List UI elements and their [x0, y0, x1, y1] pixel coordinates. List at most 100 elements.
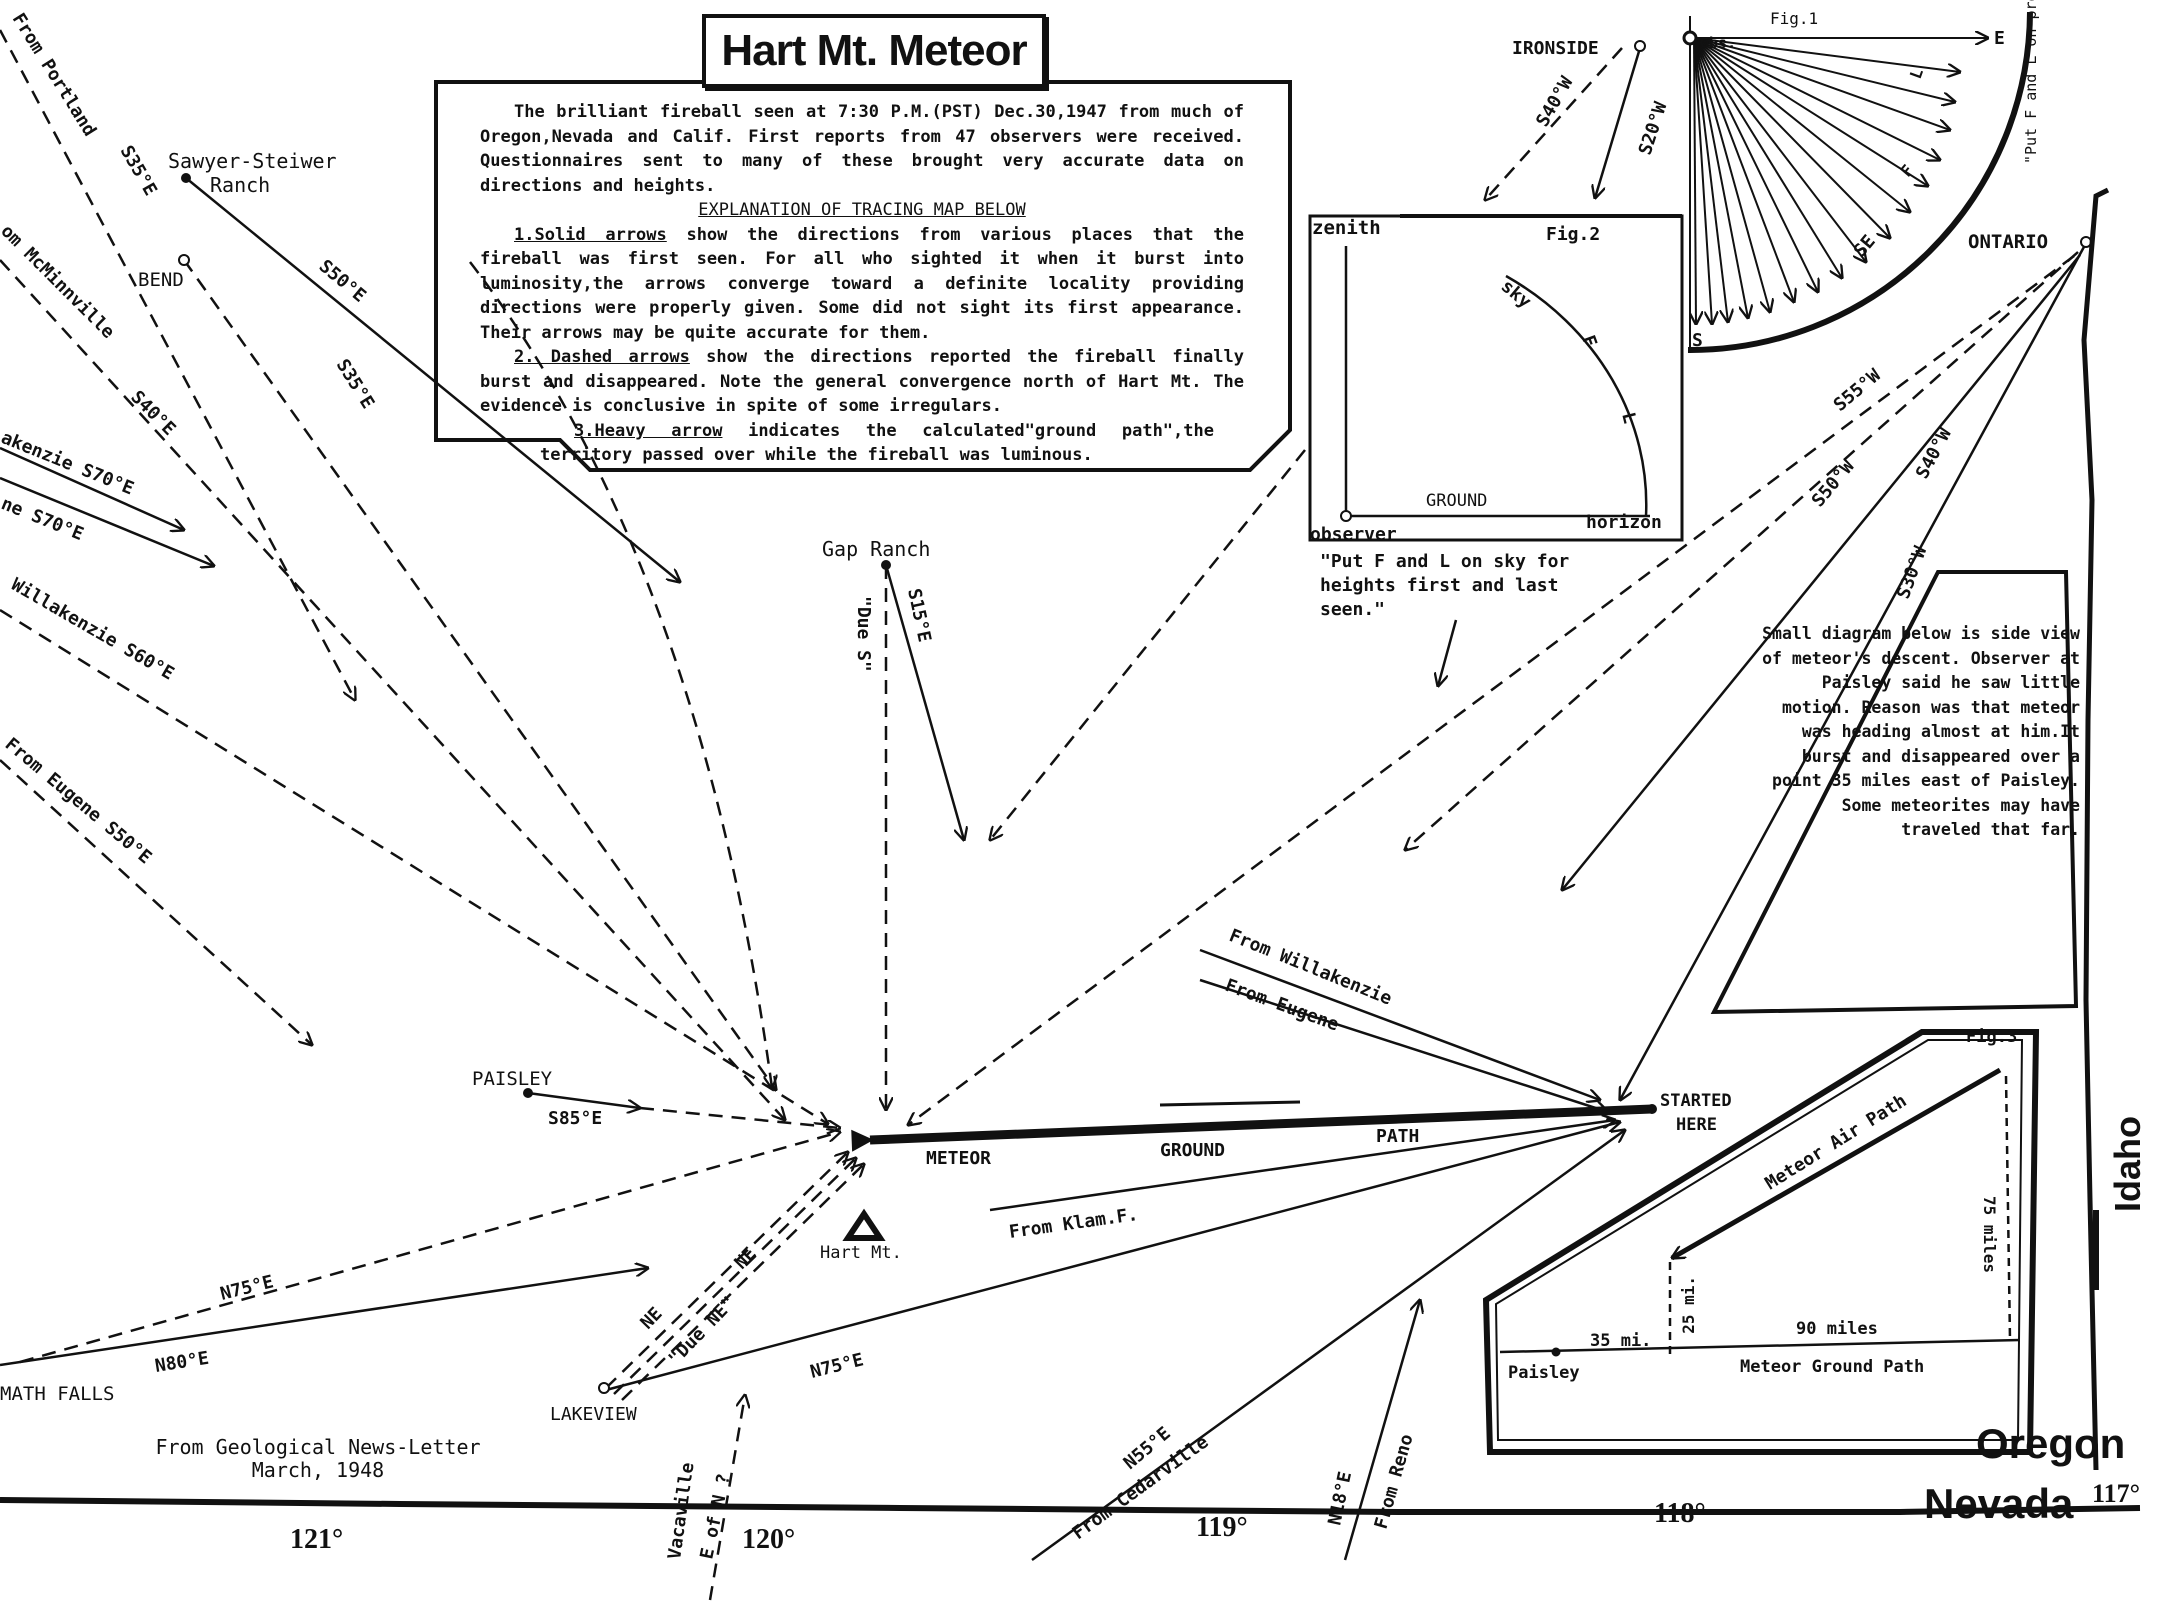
fig1-label: Fig.1 — [1770, 9, 1818, 28]
fig3-paisley-label: Paisley — [1508, 1363, 1580, 1383]
marker-lakeview — [598, 1382, 610, 1394]
dash-willakenzie-s60e — [0, 608, 828, 1124]
fig1-observer-dot — [1682, 30, 1698, 46]
bearing-s20w: S20°W — [1635, 99, 1672, 157]
marker-ironside — [1634, 40, 1646, 52]
credit-line1: From Geological News-Letter — [155, 1435, 481, 1459]
fig2-zenith: zenith — [1312, 217, 1381, 239]
fig2-label: Fig.2 — [1546, 224, 1600, 245]
bearing-e-of-n: E of N ? — [696, 1472, 735, 1561]
arrow-fig2-pointer — [1438, 619, 1458, 686]
dash-lakeview-ne-2 — [613, 1158, 856, 1395]
state-idaho: Idaho — [2107, 1116, 2148, 1212]
fig1-ray-3 — [1693, 37, 1950, 130]
item2-text: show the directions reported the firebal… — [480, 347, 1244, 416]
fig3-diagram — [1482, 1029, 2040, 1455]
fig1-e: E — [1994, 28, 2005, 49]
arrow-ontario-s30w — [1620, 244, 2087, 1100]
arrow-eugene — [1199, 978, 1608, 1112]
fig2-frame — [1308, 214, 1684, 542]
side-note-triangle — [1710, 570, 2079, 1015]
dash-lakeview-ne-1 — [605, 1152, 848, 1389]
bearing-s35e: S35°E — [332, 356, 379, 413]
explanation-item3: 3.Heavy arrow indicates the calculated"g… — [436, 419, 1288, 468]
hart-mt-triangle — [842, 1208, 886, 1241]
fig2-sky-arc — [1505, 274, 1648, 517]
dash-curve-center — [469, 261, 772, 1088]
fig1-ray-11 — [1693, 37, 1794, 302]
arrow-s70e — [0, 476, 214, 566]
fig3-90mi-label: 90 miles — [1796, 1319, 1878, 1339]
fig3-75mi — [2004, 1075, 2012, 1341]
dash-lakeview-ne-3 — [621, 1164, 864, 1401]
bearing-n18e: N18°E — [1324, 1470, 1356, 1527]
bearing-s50w: S50°W — [1808, 456, 1859, 511]
bearing-s15e: S15°E — [903, 587, 935, 644]
state-nevada: Nevada — [1924, 1480, 2074, 1527]
label-paisley: PAISLEY — [472, 1068, 553, 1090]
bearing-s40e: S40°E — [126, 387, 179, 440]
fig2-l: L — [1617, 410, 1640, 426]
fig3-35mi-label: 35 mi. — [1590, 1331, 1651, 1351]
side-view-note: Small diagram below is side view of mete… — [1762, 624, 2080, 839]
fig3-paisley-dot — [1551, 1347, 1561, 1357]
bearing-from-portland: From Portland — [8, 10, 100, 141]
fig2-note: "Put F and L on sky for heights first an… — [1320, 551, 1570, 620]
fig1-ray-10 — [1693, 37, 1818, 292]
bearing-willakenzie-s70e: akenzie S70°E — [0, 427, 137, 499]
arrow-willakenzie-s70e — [0, 446, 184, 530]
fig1-ray-5 — [1693, 37, 1928, 186]
label-here: HERE — [1676, 1115, 1717, 1135]
longitude-119: 119° — [1196, 1512, 1248, 1543]
dashed-arrows — [0, 29, 2079, 1601]
fig1-ray-12 — [1693, 37, 1770, 312]
ground-path-short-mark — [1159, 1100, 1301, 1107]
label-gap-ranch: Gap Ranch — [822, 537, 930, 561]
arrow-klamf — [989, 1120, 1615, 1212]
oregon-nevada-border — [0, 1497, 2141, 1515]
longitude-117: 117° — [2092, 1479, 2140, 1508]
place-markers — [178, 40, 2092, 1394]
path-label-meteor: METEOR — [926, 1148, 991, 1169]
label-started: STARTED — [1660, 1091, 1732, 1111]
fig1-arc — [1687, 11, 2033, 354]
label-ironside: IRONSIDE — [1512, 38, 1599, 59]
label-hart-mt: Hart Mt. — [820, 1243, 902, 1263]
bearing-s50e: S50°E — [315, 256, 370, 307]
explanation-intro: The brilliant fireball seen at 7:30 P.M.… — [480, 102, 1244, 196]
arrow-cedarville-n55e — [1031, 1130, 1625, 1562]
dash-klamath-n75e — [19, 1132, 840, 1364]
arrow-reno-n18e — [1343, 1300, 1420, 1561]
fig1-ray-9 — [1693, 37, 1842, 278]
bearing-vacaville: Vacaville — [664, 1461, 698, 1561]
fig1-ray-15 — [1693, 37, 1712, 324]
fig1-ray-7 — [1693, 37, 1890, 238]
dash-explain-box — [990, 449, 1306, 840]
bearing-s70e: ne S70°E — [0, 493, 86, 545]
fig3-air-path-label: Meteor Air Path — [1762, 1090, 1911, 1194]
source-credit: From Geological News-Letter March, 1948 — [108, 1436, 528, 1482]
fig3-75mi-label: 75 miles — [1980, 1196, 1999, 1273]
item3-label: 3.Heavy arrow — [574, 420, 723, 441]
place-labels: Sawyer-Steiwer Ranch BEND Gap Ranch PAIS… — [0, 38, 2048, 1425]
fig1-ray-1 — [1693, 37, 1960, 72]
solid-arrows — [0, 47, 2087, 1562]
fig1-ray-6 — [1693, 37, 1910, 212]
dash-ironside-s40w — [1485, 47, 1623, 200]
bearing-s40w-top: S40°W — [1532, 73, 1577, 131]
bearing-s85e: S85°E — [548, 1108, 602, 1129]
dash-mcminnville-s40e — [0, 259, 785, 1120]
item1-text: show the directions from various places … — [480, 224, 1244, 343]
explanation-panel: The brilliant fireball seen at 7:30 P.M.… — [436, 82, 1288, 468]
arrow-ironside-s20w — [1595, 47, 1642, 198]
arrow-willakenzie — [1199, 948, 1600, 1100]
fig1-ray-4 — [1693, 37, 1940, 160]
explanation-item1: 1.Solid arrows show the directions from … — [436, 223, 1288, 346]
fig2-sky: sky — [1497, 276, 1536, 313]
bearing-willakenzie-s60e: Willakenzie S60°E — [8, 574, 178, 684]
bearing-s55w: S55°W — [1830, 365, 1885, 416]
label-sawyer: Sawyer-Steiwer — [168, 149, 337, 173]
fig1-ray-2 — [1693, 37, 1955, 102]
bearing-n80e: N80°E — [153, 1348, 210, 1377]
arrow-sawyer-s50e — [185, 177, 680, 582]
